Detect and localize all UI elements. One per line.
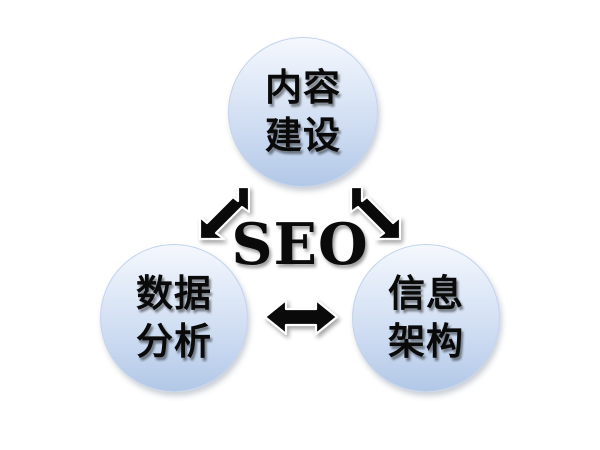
- node-information-architecture-line1: 信息: [388, 271, 464, 315]
- double-arrow-icon-top-left: [198, 185, 251, 241]
- center-label-seo: SEO: [231, 211, 369, 278]
- node-content-construction[interactable]: 内容 建设: [228, 37, 378, 187]
- node-data-analysis-line1: 数据: [136, 271, 212, 315]
- node-information-architecture-line2: 架构: [388, 320, 464, 363]
- node-data-analysis-line2: 分析: [136, 320, 212, 363]
- double-arrow-icon-bottom: [263, 298, 339, 336]
- node-content-construction-line2: 建设: [265, 114, 341, 157]
- double-arrow-icon-top-right: [349, 185, 402, 241]
- node-data-analysis[interactable]: 数据 分析: [100, 244, 248, 392]
- node-information-architecture[interactable]: 信息 架构: [352, 244, 500, 392]
- node-content-construction-line1: 内容: [265, 65, 341, 109]
